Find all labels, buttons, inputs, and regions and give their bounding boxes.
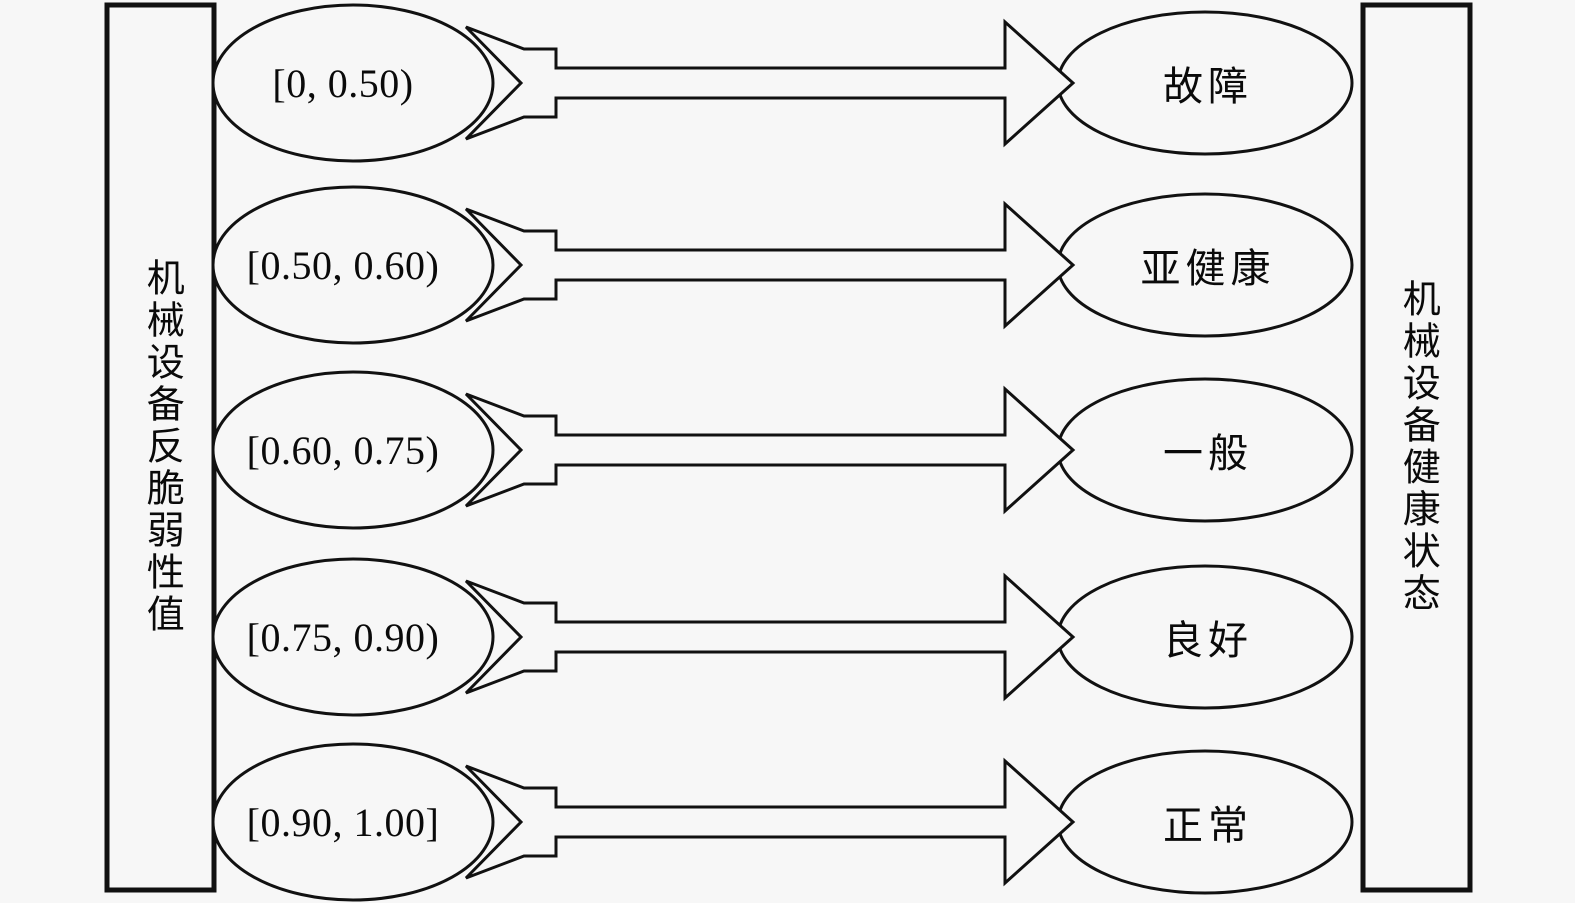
state-ellipse-3[interactable] bbox=[1056, 377, 1354, 523]
mapping-arrow-1[interactable] bbox=[464, 18, 1076, 148]
state-ellipse-1[interactable] bbox=[1056, 10, 1354, 156]
left-band-rect bbox=[104, 2, 217, 893]
mapping-arrow-4[interactable] bbox=[464, 572, 1076, 702]
interval-ellipse-3[interactable] bbox=[211, 370, 495, 530]
interval-ellipse-4[interactable] bbox=[211, 557, 495, 717]
interval-ellipse-5[interactable] bbox=[211, 742, 495, 902]
mapping-arrow-3[interactable] bbox=[464, 385, 1076, 515]
state-ellipse-5[interactable] bbox=[1056, 749, 1354, 895]
mapping-arrow-2[interactable] bbox=[464, 200, 1076, 330]
interval-ellipse-1[interactable] bbox=[211, 3, 495, 163]
interval-ellipse-2[interactable] bbox=[211, 185, 495, 345]
state-ellipse-2[interactable] bbox=[1056, 192, 1354, 338]
mapping-arrow-5[interactable] bbox=[464, 757, 1076, 887]
state-ellipse-4[interactable] bbox=[1056, 564, 1354, 710]
right-band-rect bbox=[1360, 2, 1473, 893]
